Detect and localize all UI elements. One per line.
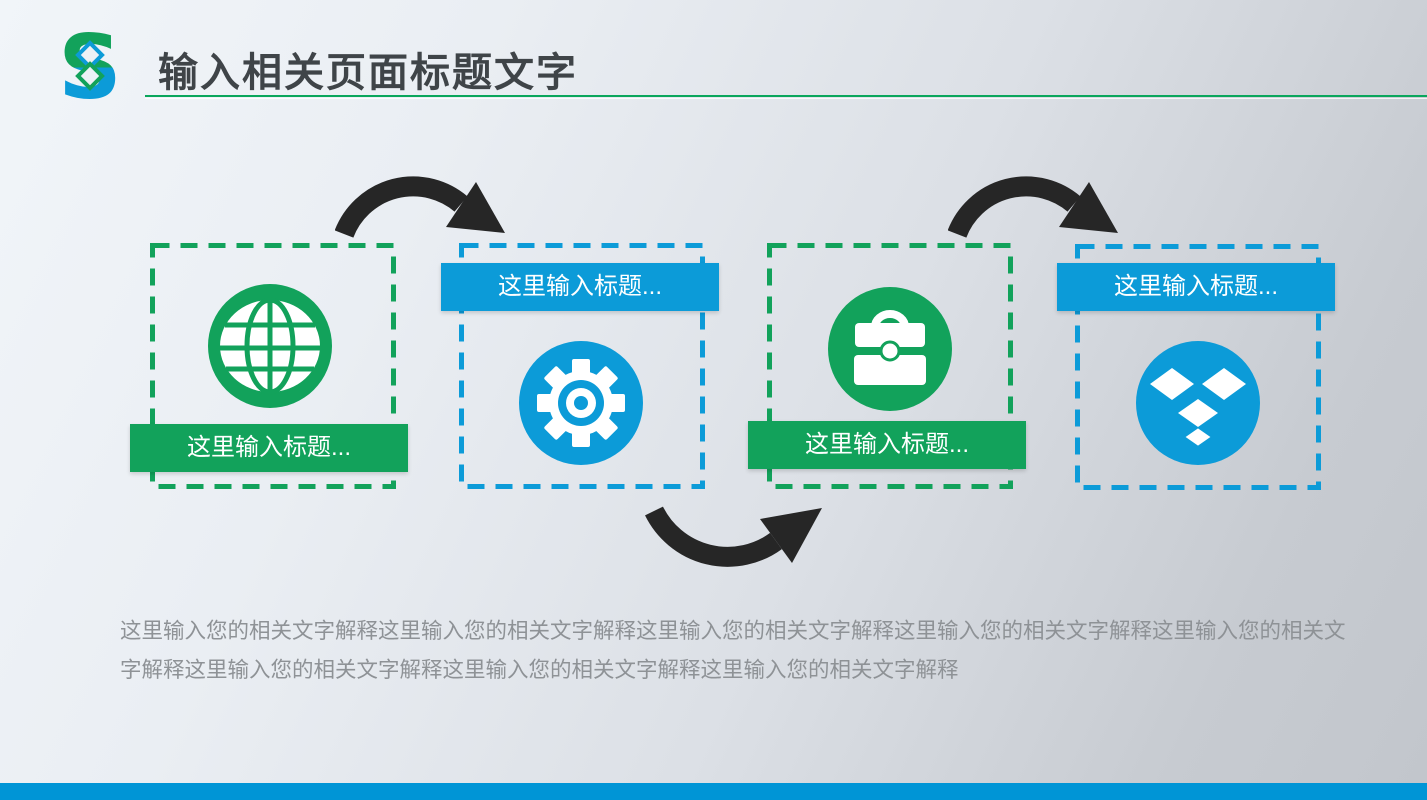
company-logo: S (58, 26, 121, 108)
step-card-3 (767, 243, 1013, 489)
step-title-2: 这里输入标题... (441, 263, 719, 311)
footer-accent-bar (0, 783, 1427, 800)
body-text: 这里输入您的相关文字解释这里输入您的相关文字解释这里输入您的相关文字解释这里输入… (120, 619, 1346, 682)
step-title-4: 这里输入标题... (1057, 263, 1335, 311)
step-card-1 (150, 243, 396, 489)
step-card-2 (459, 243, 705, 489)
page-title: 输入相关页面标题文字 (158, 51, 578, 95)
title-underline (145, 95, 1427, 97)
curved-arrow-right-icon (948, 176, 1118, 238)
step-card-4 (1075, 244, 1321, 490)
globe-icon (208, 284, 332, 408)
title-underline-highlight (145, 98, 1427, 99)
step-title-3: 这里输入标题... (748, 421, 1026, 469)
gear-icon (519, 341, 643, 465)
briefcase-icon (828, 287, 952, 411)
dropbox-icon (1136, 341, 1260, 465)
logo-diamond-top (75, 40, 105, 70)
curved-arrow-up-icon (645, 506, 822, 567)
step-title-1: 这里输入标题... (130, 424, 408, 472)
curved-arrow-right-icon (335, 176, 505, 238)
logo-diamond-bottom (75, 61, 105, 91)
